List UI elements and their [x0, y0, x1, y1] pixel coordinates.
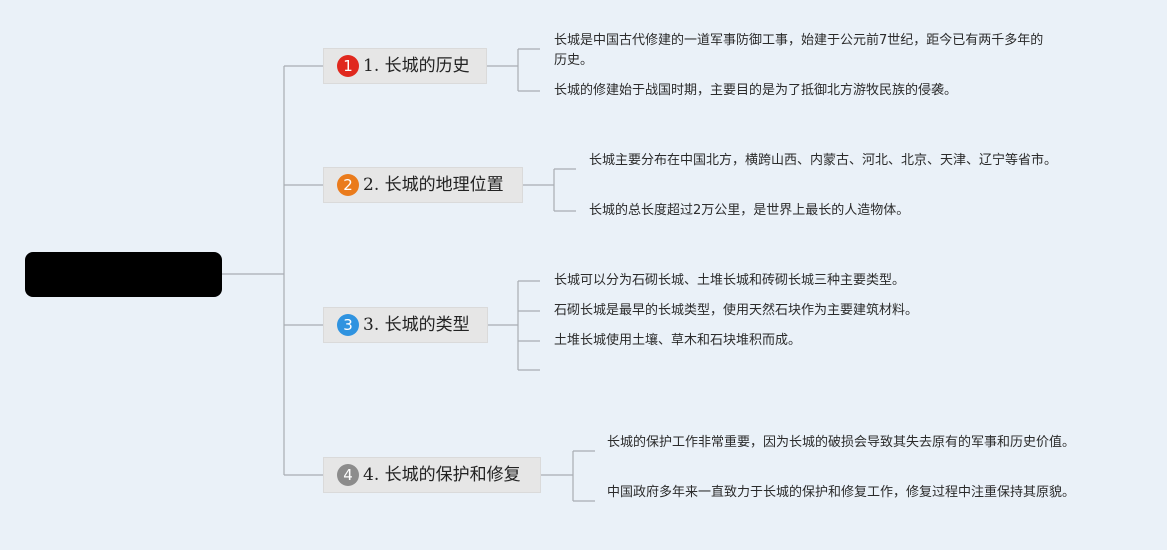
branch-label: 3. 长城的类型	[363, 315, 470, 335]
branch-label: 2. 长城的地理位置	[363, 175, 504, 195]
leaf-text: 长城是中国古代修建的一道军事防御工事，始建于公元前7世纪，距今已有两千多年的历史…	[554, 33, 1044, 68]
number-badge-4-icon: 4	[337, 464, 359, 486]
leaf-text: 长城的修建始于战国时期，主要目的是为了抵御北方游牧民族的侵袭。	[554, 83, 958, 98]
branch-node-geography[interactable]: 2 2. 长城的地理位置	[323, 167, 523, 203]
leaf-node-geography-2[interactable]: 长城的总长度超过2万公里，是世界上最长的人造物体。	[589, 201, 1129, 221]
branch-node-protection[interactable]: 4 4. 长城的保护和修复	[323, 457, 541, 493]
branch-node-history[interactable]: 1 1. 长城的历史	[323, 48, 487, 84]
branch-label: 1. 长城的历史	[363, 56, 470, 76]
number-badge-1-icon: 1	[337, 55, 359, 77]
leaf-text: 中国政府多年来一直致力于长城的保护和修复工作，修复过程中注重保持其原貌。	[607, 485, 1076, 500]
leaf-node-protection-1[interactable]: 长城的保护工作非常重要，因为长城的破损会导致其失去原有的军事和历史价值。	[607, 433, 1093, 453]
branch-label: 4. 长城的保护和修复	[363, 465, 521, 485]
leaf-node-types-2[interactable]: 石砌长城是最早的长城类型，使用天然石块作为主要建筑材料。	[554, 301, 1114, 321]
branch-node-types[interactable]: 3 3. 长城的类型	[323, 307, 488, 343]
leaf-text: 长城主要分布在中国北方，横跨山西、内蒙古、河北、北京、天津、辽宁等省市。	[589, 153, 1058, 168]
number-badge-3-icon: 3	[337, 314, 359, 336]
leaf-node-history-2[interactable]: 长城的修建始于战国时期，主要目的是为了抵御北方游牧民族的侵袭。	[554, 81, 1094, 101]
leaf-text: 长城可以分为石砌长城、土堆长城和砖砌长城三种主要类型。	[554, 273, 906, 288]
leaf-node-history-1[interactable]: 长城是中国古代修建的一道军事防御工事，始建于公元前7世纪，距今已有两千多年的历史…	[554, 31, 1054, 71]
leaf-node-geography-1[interactable]: 长城主要分布在中国北方，横跨山西、内蒙古、河北、北京、天津、辽宁等省市。	[589, 151, 1069, 171]
leaf-node-types-1[interactable]: 长城可以分为石砌长城、土堆长城和砖砌长城三种主要类型。	[554, 271, 1114, 291]
leaf-text: 石砌长城是最早的长城类型，使用天然石块作为主要建筑材料。	[554, 303, 919, 318]
leaf-node-types-3[interactable]: 土堆长城使用土壤、草木和石块堆积而成。	[554, 331, 1114, 351]
leaf-node-protection-2[interactable]: 中国政府多年来一直致力于长城的保护和修复工作，修复过程中注重保持其原貌。	[607, 483, 1093, 503]
root-node[interactable]	[25, 252, 222, 297]
number-badge-2-icon: 2	[337, 174, 359, 196]
leaf-text: 土堆长城使用土壤、草木和石块堆积而成。	[554, 333, 802, 348]
leaf-text: 长城的总长度超过2万公里，是世界上最长的人造物体。	[589, 203, 910, 218]
leaf-text: 长城的保护工作非常重要，因为长城的破损会导致其失去原有的军事和历史价值。	[607, 435, 1076, 450]
